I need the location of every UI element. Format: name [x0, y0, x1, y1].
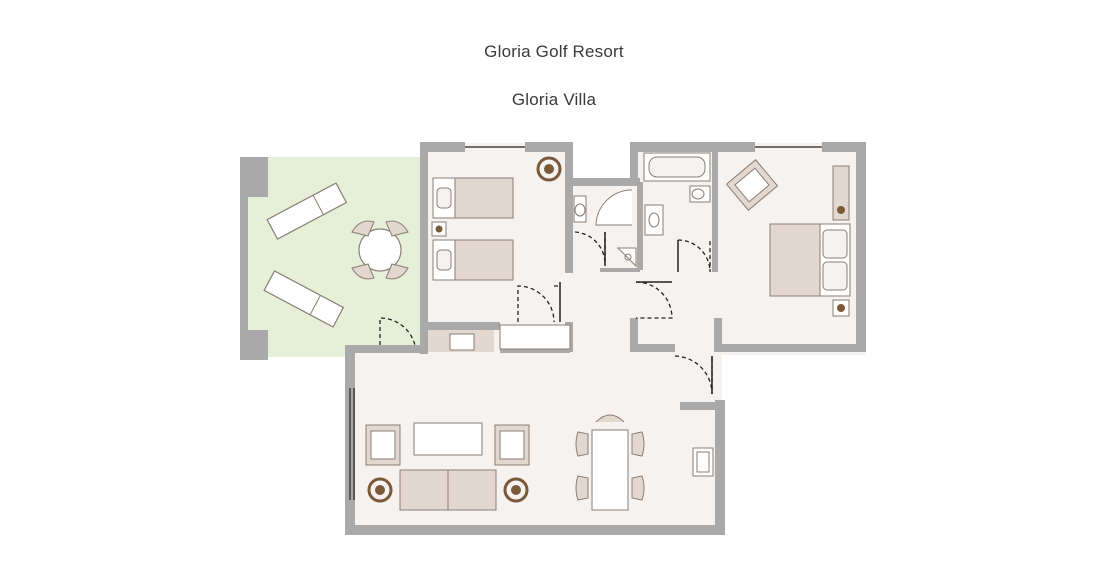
dining-set: [575, 414, 645, 511]
floor-lamp: [367, 477, 393, 503]
double-bed: [769, 223, 851, 297]
terrace-door: [379, 317, 417, 353]
corner-sink: [616, 247, 637, 268]
master-bathroom: [643, 152, 712, 273]
floor-lamp: [503, 477, 529, 503]
windows: [349, 146, 822, 500]
armchair: [365, 424, 401, 466]
kitchenette: [692, 447, 714, 477]
shower: [595, 189, 633, 226]
terrace-wall: [240, 157, 248, 360]
sun-lounger: [263, 270, 345, 328]
master-bedroom-door: [635, 281, 673, 319]
living-room: [365, 330, 714, 511]
sofa: [399, 469, 497, 511]
armchair: [494, 424, 530, 466]
master-bedroom: [635, 159, 851, 319]
bed: [432, 177, 514, 219]
tv-console: [428, 330, 494, 352]
coffee-table: [413, 422, 483, 456]
nightstand-lamp: [832, 299, 850, 317]
villa-name: Gloria Villa: [511, 90, 597, 109]
resort-name: Gloria Golf Resort: [484, 42, 624, 61]
lamp: [837, 206, 845, 214]
wardrobe: [499, 324, 571, 350]
guest-wc: [573, 186, 637, 268]
armchair: [725, 159, 779, 211]
twin-bedroom: [431, 156, 571, 350]
dresser: [832, 165, 850, 221]
floor-lamp: [536, 156, 562, 182]
bathroom-door: [677, 239, 711, 273]
sink: [644, 204, 664, 236]
sun-lounger: [266, 182, 348, 240]
nightstand-lamp: [431, 221, 447, 237]
bed: [432, 239, 514, 281]
bedroom-door: [517, 285, 560, 323]
terrace: [240, 157, 422, 360]
outdoor-dining-set: [351, 220, 409, 280]
